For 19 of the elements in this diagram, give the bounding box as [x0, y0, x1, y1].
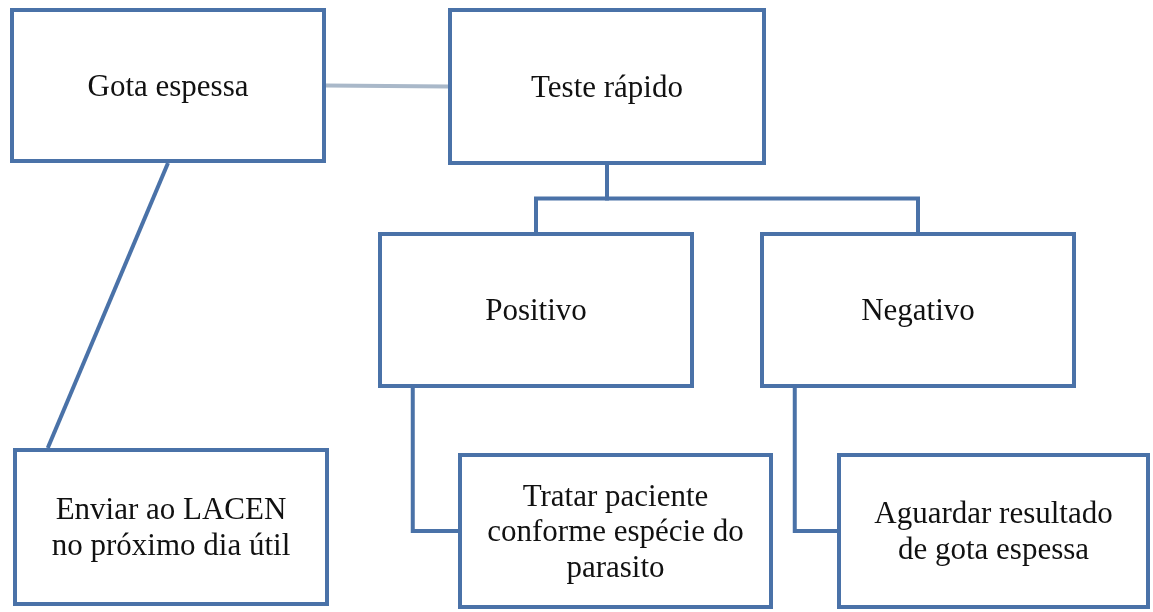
box-label: Teste rápido: [531, 68, 683, 105]
box-label: Positivo: [485, 292, 587, 328]
connector-line: [45, 162, 170, 449]
connector-line: [326, 83, 448, 89]
box-label: Enviar ao LACEN no próximo dia útil: [50, 491, 292, 563]
process-box: [458, 453, 773, 609]
process-box: [10, 8, 326, 163]
connector-line: [410, 388, 458, 533]
box-label: Tratar paciente conforme espécie do parasito: [486, 477, 745, 585]
process-box: [13, 448, 329, 606]
process-box: [760, 232, 1076, 388]
process-box: [448, 8, 766, 165]
process-box: [837, 453, 1150, 609]
box-label: Aguardar resultado de gota espessa: [873, 495, 1114, 567]
connector-line: [605, 165, 920, 232]
process-box: [378, 232, 694, 388]
box-label: Gota espessa: [87, 67, 249, 104]
box-label: Negativo: [861, 292, 975, 328]
connector-line: [792, 388, 837, 533]
